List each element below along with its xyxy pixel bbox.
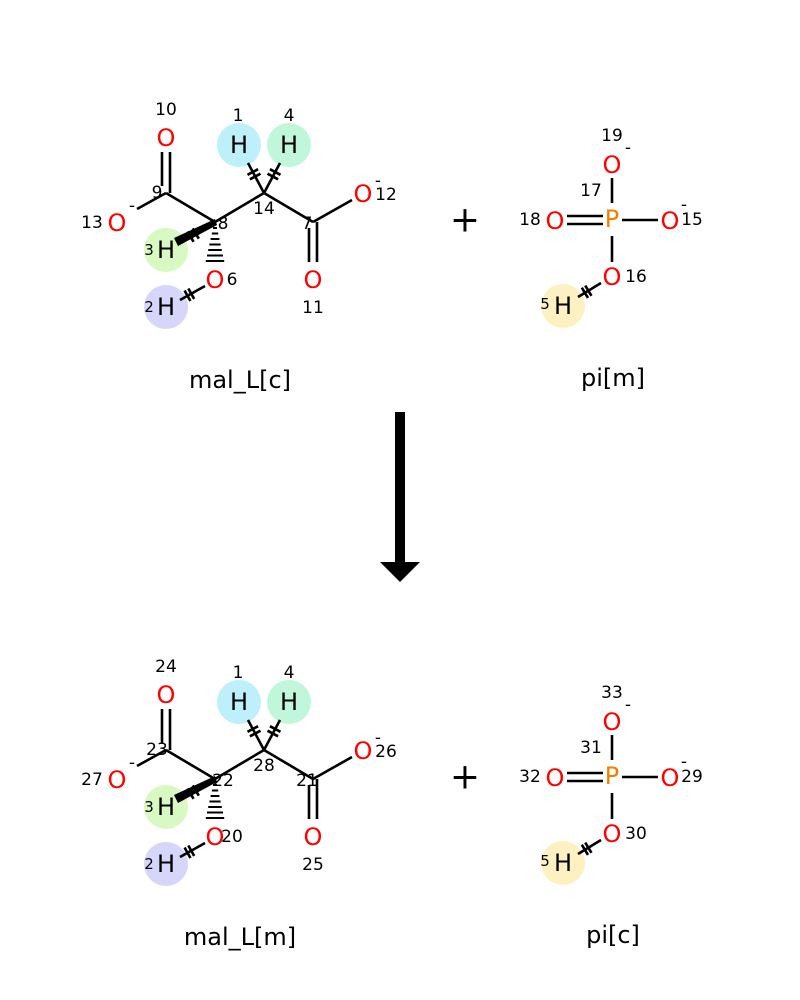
atom-o15: O	[661, 764, 680, 792]
charge-o19: -	[625, 138, 631, 158]
atom-index-o12: 12	[375, 185, 397, 205]
charge-o15: -	[681, 752, 687, 772]
atom-index-c8: 8	[218, 214, 229, 234]
atom-index-o19: 33	[601, 683, 623, 703]
atom-o19: O	[603, 151, 622, 179]
atom-highlight	[144, 842, 188, 886]
molecule-name: mal_L[m]	[184, 923, 296, 951]
atom-h5: H	[554, 292, 572, 320]
atom-highlight	[144, 285, 188, 329]
atom-p: P	[605, 762, 619, 790]
atom-index-h4: 4	[284, 106, 295, 126]
charge-o12: -	[375, 728, 381, 748]
reaction-arrow	[380, 412, 420, 582]
atom-o16: O	[603, 263, 622, 291]
atom-o11: O	[304, 823, 323, 851]
atom-index-o6: 20	[221, 827, 243, 847]
atom-h1: H	[230, 688, 248, 716]
atom-index-o12: 26	[375, 742, 397, 762]
atom-highlight	[541, 284, 585, 328]
bonds	[136, 709, 353, 859]
atom-highlight	[217, 680, 261, 724]
atom-o18: O	[546, 207, 565, 235]
atom-o16: O	[603, 820, 622, 848]
charge-o19: -	[625, 695, 631, 715]
atom-index-h3: 3	[144, 798, 154, 816]
atom-index-h5: 5	[540, 852, 550, 870]
atom-h4: H	[280, 131, 298, 159]
atom-index-c14: 14	[253, 199, 275, 219]
atom-o10: O	[157, 681, 176, 709]
atom-index-o18: 32	[519, 767, 541, 787]
atom-highlight	[217, 123, 261, 167]
atom-h2: H	[157, 850, 175, 878]
charge-o13: -	[129, 753, 135, 773]
atom-o10: O	[157, 124, 176, 152]
atom-index-o13: 27	[81, 770, 103, 790]
atom-index-p: 31	[580, 738, 602, 758]
atom-index-o15: 29	[681, 767, 703, 787]
atom-h3: H	[157, 236, 175, 264]
molecule-name: mal_L[c]	[189, 366, 291, 394]
atom-o13: O	[108, 209, 127, 237]
atom-index-o18: 18	[519, 210, 541, 230]
atom-o19: O	[603, 708, 622, 736]
atom-o13: O	[108, 766, 127, 794]
atom-index-c7: 7	[302, 214, 313, 234]
atom-h2: H	[157, 293, 175, 321]
atom-index-c9: 9	[152, 183, 163, 203]
atom-index-p: 17	[580, 181, 602, 201]
atom-o6: O	[206, 823, 225, 851]
atom-h5: H	[554, 849, 572, 877]
molecule-name: pi[c]	[586, 921, 640, 949]
atom-highlight	[267, 123, 311, 167]
atom-index-h2: 2	[144, 855, 154, 873]
atom-index-o11: 25	[302, 855, 324, 875]
atom-index-h5: 5	[540, 295, 550, 313]
atom-index-o16: 30	[625, 824, 647, 844]
atom-index-o19: 19	[601, 126, 623, 146]
atom-index-o13: 13	[81, 213, 103, 233]
plus-sign-products: +	[450, 757, 480, 798]
atom-index-h2: 2	[144, 298, 154, 316]
charge-o13: -	[129, 196, 135, 216]
molecule-malate: O O O O O H H H H 24 23 27 22 28 1 4 21 26 25 3 20 2 - - mal_L[m…	[81, 657, 397, 951]
charge-o15: -	[681, 195, 687, 215]
atom-o11: O	[304, 266, 323, 294]
atom-index-o6: 6	[227, 270, 238, 290]
atom-index-c9: 23	[146, 740, 168, 760]
atom-h1: H	[230, 131, 248, 159]
atom-index-c14: 28	[253, 756, 275, 776]
charge-o12: -	[375, 171, 381, 191]
atom-highlight	[267, 680, 311, 724]
atom-o12: O	[354, 737, 373, 765]
atom-h4: H	[280, 688, 298, 716]
atom-index-h1: 1	[233, 663, 244, 683]
atom-o18: O	[546, 764, 565, 792]
atom-o6: O	[206, 266, 225, 294]
molecule-name: pi[m]	[581, 364, 645, 392]
bonds	[567, 178, 658, 299]
atom-index-c8: 22	[212, 771, 234, 791]
atom-p: P	[605, 205, 619, 233]
atom-index-c7: 21	[296, 771, 318, 791]
atom-index-h3: 3	[144, 241, 154, 259]
atom-index-o15: 15	[681, 210, 703, 230]
atom-index-o10: 24	[155, 657, 177, 677]
bonds	[567, 735, 658, 856]
plus-sign-reactants: +	[450, 200, 480, 241]
atom-index-h1: 1	[233, 106, 244, 126]
atom-o15: O	[661, 207, 680, 235]
atom-index-h4: 4	[284, 663, 295, 683]
atom-index-o10: 10	[155, 100, 177, 120]
atom-index-o11: 11	[302, 298, 324, 318]
atom-o12: O	[354, 180, 373, 208]
atom-highlight	[541, 841, 585, 885]
bonds	[136, 152, 353, 302]
atom-h3: H	[157, 793, 175, 821]
atom-index-o16: 16	[625, 267, 647, 287]
